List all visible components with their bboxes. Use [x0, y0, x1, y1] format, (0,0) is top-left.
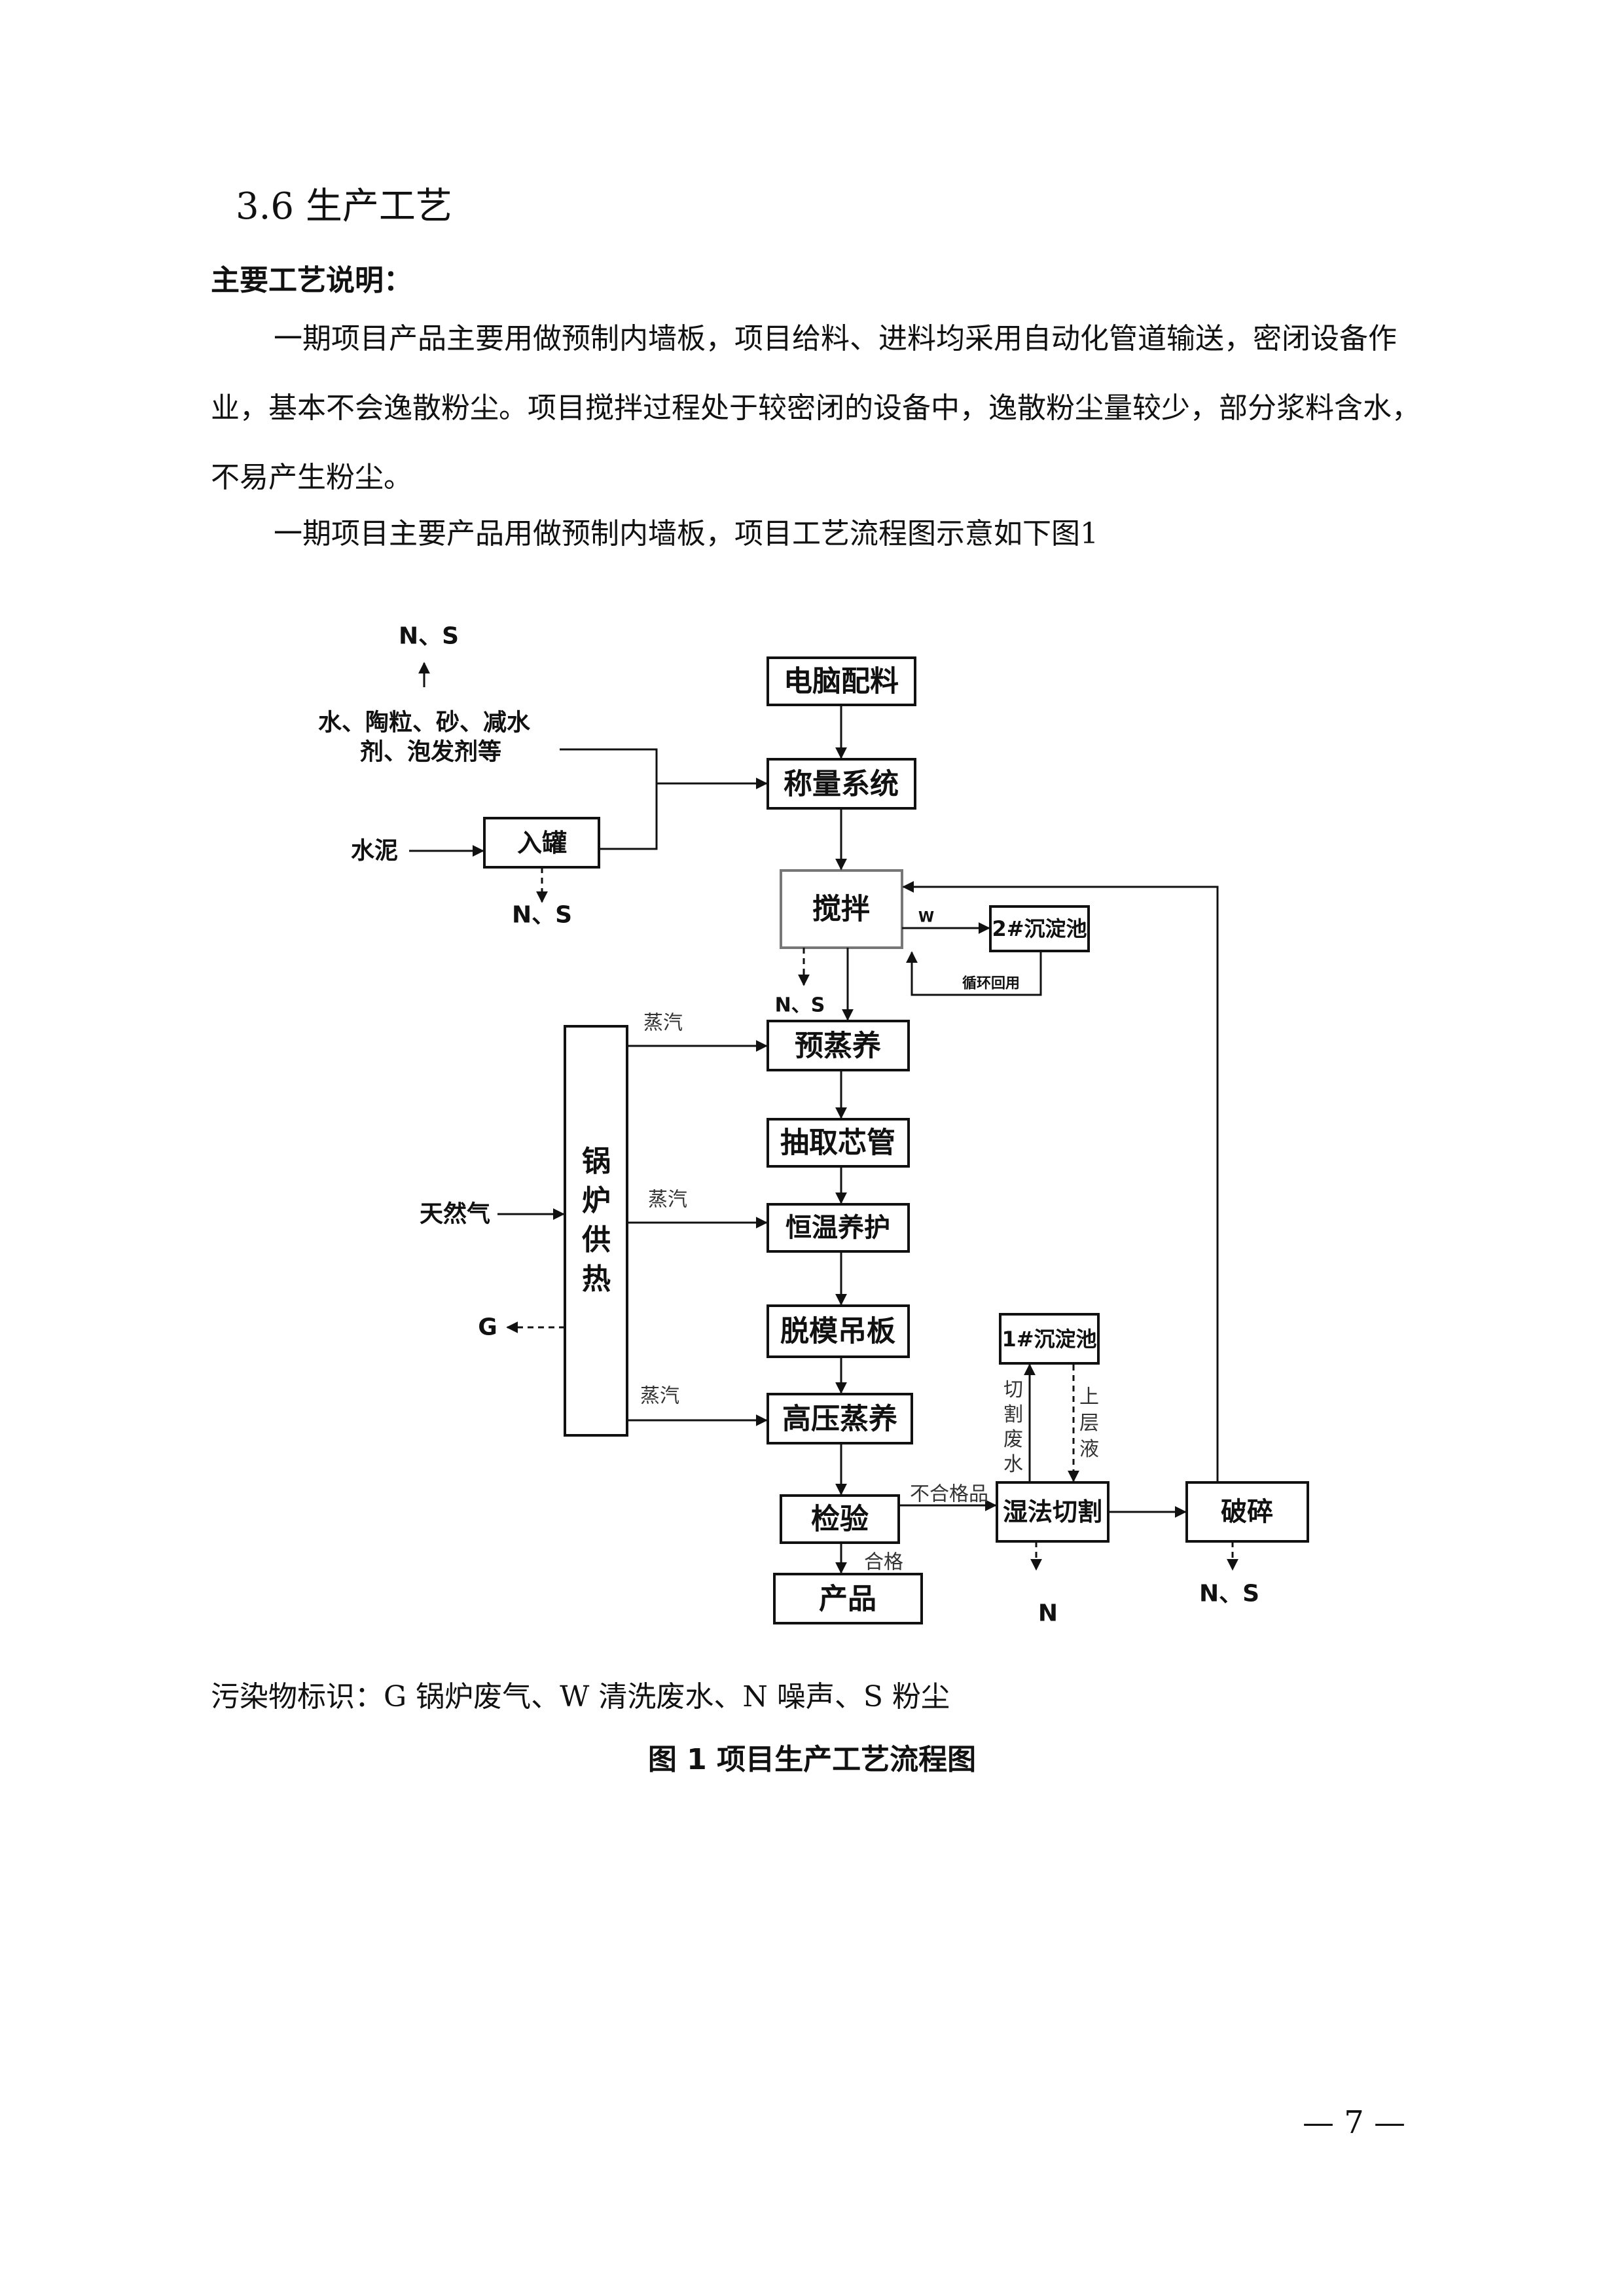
label-unqualified: 不合格品	[910, 1483, 988, 1506]
box-sed1	[999, 1313, 1100, 1365]
section-heading: 3.6 生产工艺	[236, 185, 452, 228]
box-boiler	[564, 1025, 628, 1437]
process-paragraph-1: 一期项目产品主要用做预制内墙板，项目给料、进料均采用自动化管道输送，密闭设备作业…	[211, 322, 1420, 494]
pollutant-legend: 污染物标识：G 锅炉废气、W 清洗废水、N 噪声、S 粉尘	[211, 1680, 950, 1713]
label-ns-mix: N、S	[775, 994, 825, 1017]
label-w: W	[918, 910, 934, 926]
box-core-pull	[767, 1118, 910, 1168]
arrow-crush-return-to-mixing	[902, 881, 1219, 1482]
label-demold: 脱模吊板	[780, 1315, 895, 1348]
box-product	[773, 1573, 923, 1624]
label-natural-gas: 天然气	[420, 1200, 490, 1228]
label-recycle: 循环回用	[962, 975, 1020, 992]
label-sed2: 2#沉淀池	[992, 916, 1087, 941]
box-crush	[1185, 1481, 1309, 1543]
box-autoclave	[767, 1393, 913, 1444]
label-autoclave: 高压蒸养	[782, 1403, 897, 1436]
box-pre-steam	[767, 1020, 910, 1071]
label-crush: 破碎	[1221, 1497, 1273, 1527]
label-raw-materials-line2: 剂、泡发剂等	[360, 739, 501, 766]
label-inspection: 检验	[811, 1503, 869, 1536]
label-mixing: 搅拌	[812, 893, 870, 926]
label-qualified: 合格	[864, 1551, 903, 1574]
label-upper-liquid: 上层液	[1079, 1386, 1099, 1461]
label-g: G	[478, 1314, 497, 1341]
label-steam-2: 蒸汽	[648, 1189, 687, 1211]
label-weighing: 称量系统	[784, 768, 899, 801]
label-wet-cut: 湿法切割	[1003, 1498, 1102, 1526]
label-boiler: 锅炉供热	[582, 1145, 611, 1296]
box-sed2	[989, 905, 1090, 952]
label-const-temp: 恒温养护	[785, 1213, 890, 1243]
page-number: — 7 —	[1303, 2104, 1406, 2141]
arrow-raw-materials-to-weighing	[560, 748, 768, 789]
box-tank	[483, 817, 600, 869]
label-ns-top: N、S	[399, 623, 459, 650]
label-sed1: 1#沉淀池	[1001, 1327, 1096, 1352]
arrow-tank-to-weighing	[599, 783, 658, 850]
label-pre-steam: 预蒸养	[795, 1030, 881, 1063]
label-product: 产品	[819, 1583, 876, 1616]
label-steam-3: 蒸汽	[640, 1385, 679, 1408]
label-ns-crush: N、S	[1199, 1581, 1259, 1607]
box-computer-batching	[767, 656, 916, 706]
label-n-cut: N	[1038, 1600, 1058, 1627]
box-inspection	[780, 1494, 900, 1544]
label-ns-tank: N、S	[512, 902, 572, 929]
label-steam-1: 蒸汽	[643, 1012, 683, 1035]
label-core-pull: 抽取芯管	[780, 1126, 895, 1160]
process-paragraph-2: 一期项目主要产品用做预制内墙板，项目工艺流程图示意如下图1	[274, 517, 1098, 550]
label-computer-batching: 电脑配料	[784, 665, 899, 698]
process-subheading: 主要工艺说明：	[211, 264, 412, 297]
arrow-recycle	[906, 951, 1042, 996]
label-raw-materials-line1: 水、陶粒、砂、减水	[318, 709, 531, 736]
box-mixing	[780, 869, 903, 949]
figure-caption: 图 1 项目生产工艺流程图	[647, 1743, 977, 1776]
label-cement: 水泥	[351, 838, 398, 865]
box-const-temp	[767, 1203, 910, 1253]
label-cut-water: 切割废水	[1003, 1378, 1023, 1476]
box-weighing	[767, 758, 916, 810]
process-flow-diagram: 电脑配料 称量系统 入罐 搅拌 2#沉淀池 预蒸养 抽取芯管 恒温养护 脱模吊板…	[318, 623, 1309, 1627]
box-demold	[767, 1304, 910, 1358]
label-tank: 入罐	[517, 829, 567, 857]
